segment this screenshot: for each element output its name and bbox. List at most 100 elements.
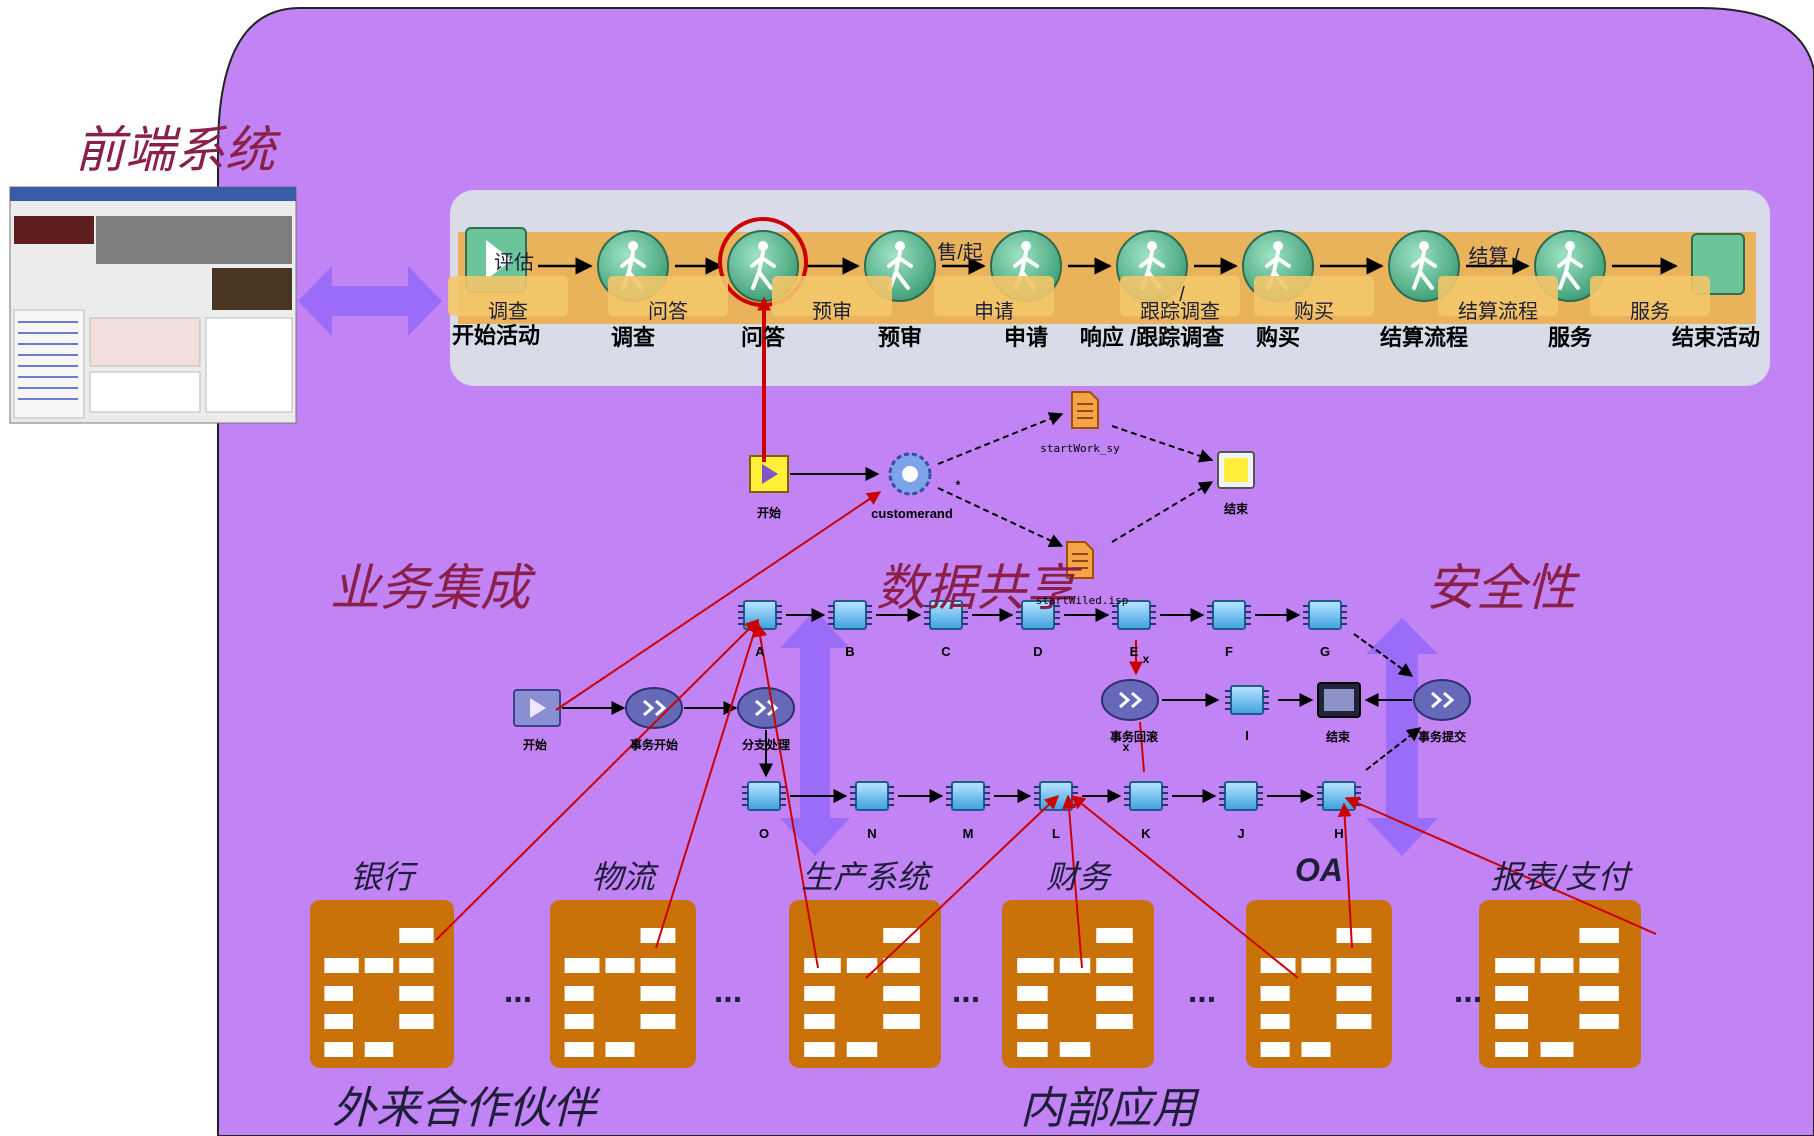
- ellipsis: ...: [951, 972, 981, 1010]
- primary-process-label: 结算流程: [1379, 325, 1469, 350]
- doc-lower-label: startWiled.isp: [1035, 594, 1129, 607]
- overlay-label: 结算 /: [1468, 246, 1520, 268]
- secondary-label-box: [1590, 276, 1710, 316]
- left-vertical-double-arrow: [780, 610, 850, 856]
- lower-node-label: J: [1237, 826, 1245, 841]
- top-workflow: [749, 391, 1255, 579]
- secondary-label-box: [772, 276, 892, 316]
- overlay-label: 评估: [494, 252, 534, 274]
- primary-process-label: 响应 /跟踪调查: [1079, 325, 1225, 350]
- database-block-icon: [1479, 900, 1641, 1068]
- process-node-icon: [828, 600, 872, 630]
- process-node-icon: [1124, 781, 1168, 811]
- system-label: 报表/支付: [1490, 858, 1630, 896]
- database-block-icon: [1246, 900, 1392, 1068]
- play-icon: [749, 455, 789, 493]
- primary-process-label: 结束活动: [1671, 325, 1761, 350]
- database-block-icon: [310, 900, 454, 1068]
- database-block-icon: [1002, 900, 1154, 1068]
- document-icon: [1066, 541, 1094, 579]
- process-node-icon: [742, 781, 786, 811]
- upper-node-label: B: [845, 644, 855, 659]
- upper-node-label: C: [941, 644, 951, 659]
- upper-node-label: A: [755, 644, 765, 659]
- web-portal-screenshot-icon: [9, 186, 297, 424]
- security-title: 安全性: [1426, 559, 1576, 617]
- secondary-process-label: 申请: [974, 301, 1014, 323]
- business-integration-title: 业务集成: [330, 559, 530, 617]
- process-node-icon: [946, 781, 990, 811]
- rollback-icon: [1101, 679, 1159, 721]
- secondary-process-label: 跟踪调查: [1140, 301, 1220, 323]
- monitor-icon: [1317, 682, 1361, 718]
- process-node-icon: [1219, 781, 1263, 811]
- main-end-label: 结束: [1325, 730, 1351, 744]
- split-icon: [737, 687, 795, 729]
- top-end-label: 结束: [1223, 502, 1249, 516]
- lower-node-label: H: [1334, 826, 1344, 841]
- secondary-label-box: [1120, 276, 1240, 316]
- process-node-icon: [1317, 781, 1361, 811]
- system-label: OA: [1295, 852, 1343, 888]
- gear-icon: [888, 452, 932, 496]
- secondary-process-label: 调查: [488, 301, 528, 323]
- error-mark: x: [1122, 740, 1130, 754]
- frontend-title: 前端系统: [75, 121, 275, 179]
- doc-upper-label: startWork_sy: [1040, 442, 1120, 455]
- system-blocks: [310, 900, 1641, 1068]
- primary-process-label: 预审: [877, 325, 923, 350]
- system-label: 物流: [590, 858, 656, 896]
- lower-node-label: O: [758, 826, 770, 841]
- right-vertical-double-arrow: [1366, 618, 1438, 856]
- tx-start-label: 事务开始: [629, 738, 679, 752]
- secondary-label-box: [934, 276, 1054, 316]
- tx-commit-label: 事务提交: [1417, 730, 1467, 744]
- system-label: 银行: [349, 858, 415, 896]
- process-node-icon: [1034, 781, 1078, 811]
- process-node-icon: [738, 600, 782, 630]
- primary-process-label: 开始活动: [451, 323, 541, 348]
- secondary-process-label: 预审: [812, 301, 852, 323]
- upper-node-label: E: [1129, 644, 1139, 659]
- system-label: 生产系统: [800, 858, 930, 896]
- data-sharing-title: 数据共享: [876, 559, 1076, 617]
- internal-apps-label: 内部应用: [1020, 1083, 1196, 1134]
- ellipsis: ...: [1453, 972, 1483, 1010]
- lower-node-label: N: [867, 826, 877, 841]
- commit-icon: [1413, 679, 1471, 721]
- process-node-icon: [1112, 600, 1156, 630]
- ellipsis: ...: [503, 972, 533, 1010]
- process-node-icon: [1207, 600, 1251, 630]
- lower-node-label: M: [962, 826, 974, 841]
- overlay-label: 售/起: [937, 242, 983, 264]
- ellipsis: ...: [713, 972, 743, 1010]
- primary-process-label: 调查: [610, 325, 656, 350]
- main-workflow: [513, 600, 1471, 811]
- tx-rollback-label: 事务回滚: [1109, 730, 1159, 744]
- upper-node-label: G: [1319, 644, 1331, 659]
- system-label: 财务: [1045, 858, 1111, 896]
- split-label: 分支处理: [741, 738, 791, 752]
- process-node-icon: [1016, 600, 1060, 630]
- primary-process-label: 问答: [740, 325, 786, 350]
- secondary-label-box: [1254, 276, 1374, 316]
- secondary-process-label: 问答: [648, 301, 688, 323]
- upper-node-label: D: [1033, 644, 1043, 659]
- process-node-icon: [1225, 685, 1269, 715]
- integration-links: [435, 296, 1657, 979]
- database-block-icon: [550, 900, 696, 1068]
- transaction-start-icon: [625, 687, 683, 729]
- router-label: customerand: [871, 506, 953, 521]
- end-icon: [1217, 451, 1255, 489]
- secondary-process-label: 购买: [1294, 301, 1334, 323]
- top-start-label: 开始: [756, 506, 782, 520]
- document-icon: [1071, 391, 1099, 429]
- primary-process-label: 申请: [1003, 325, 1049, 350]
- database-block-icon: [789, 900, 941, 1068]
- external-partners-label: 外来合作伙伴: [332, 1083, 596, 1134]
- frontend-double-arrow: [298, 266, 442, 336]
- lower-node-label: L: [1052, 826, 1060, 841]
- secondary-label-box: [1438, 276, 1558, 316]
- secondary-label-box: [448, 276, 568, 316]
